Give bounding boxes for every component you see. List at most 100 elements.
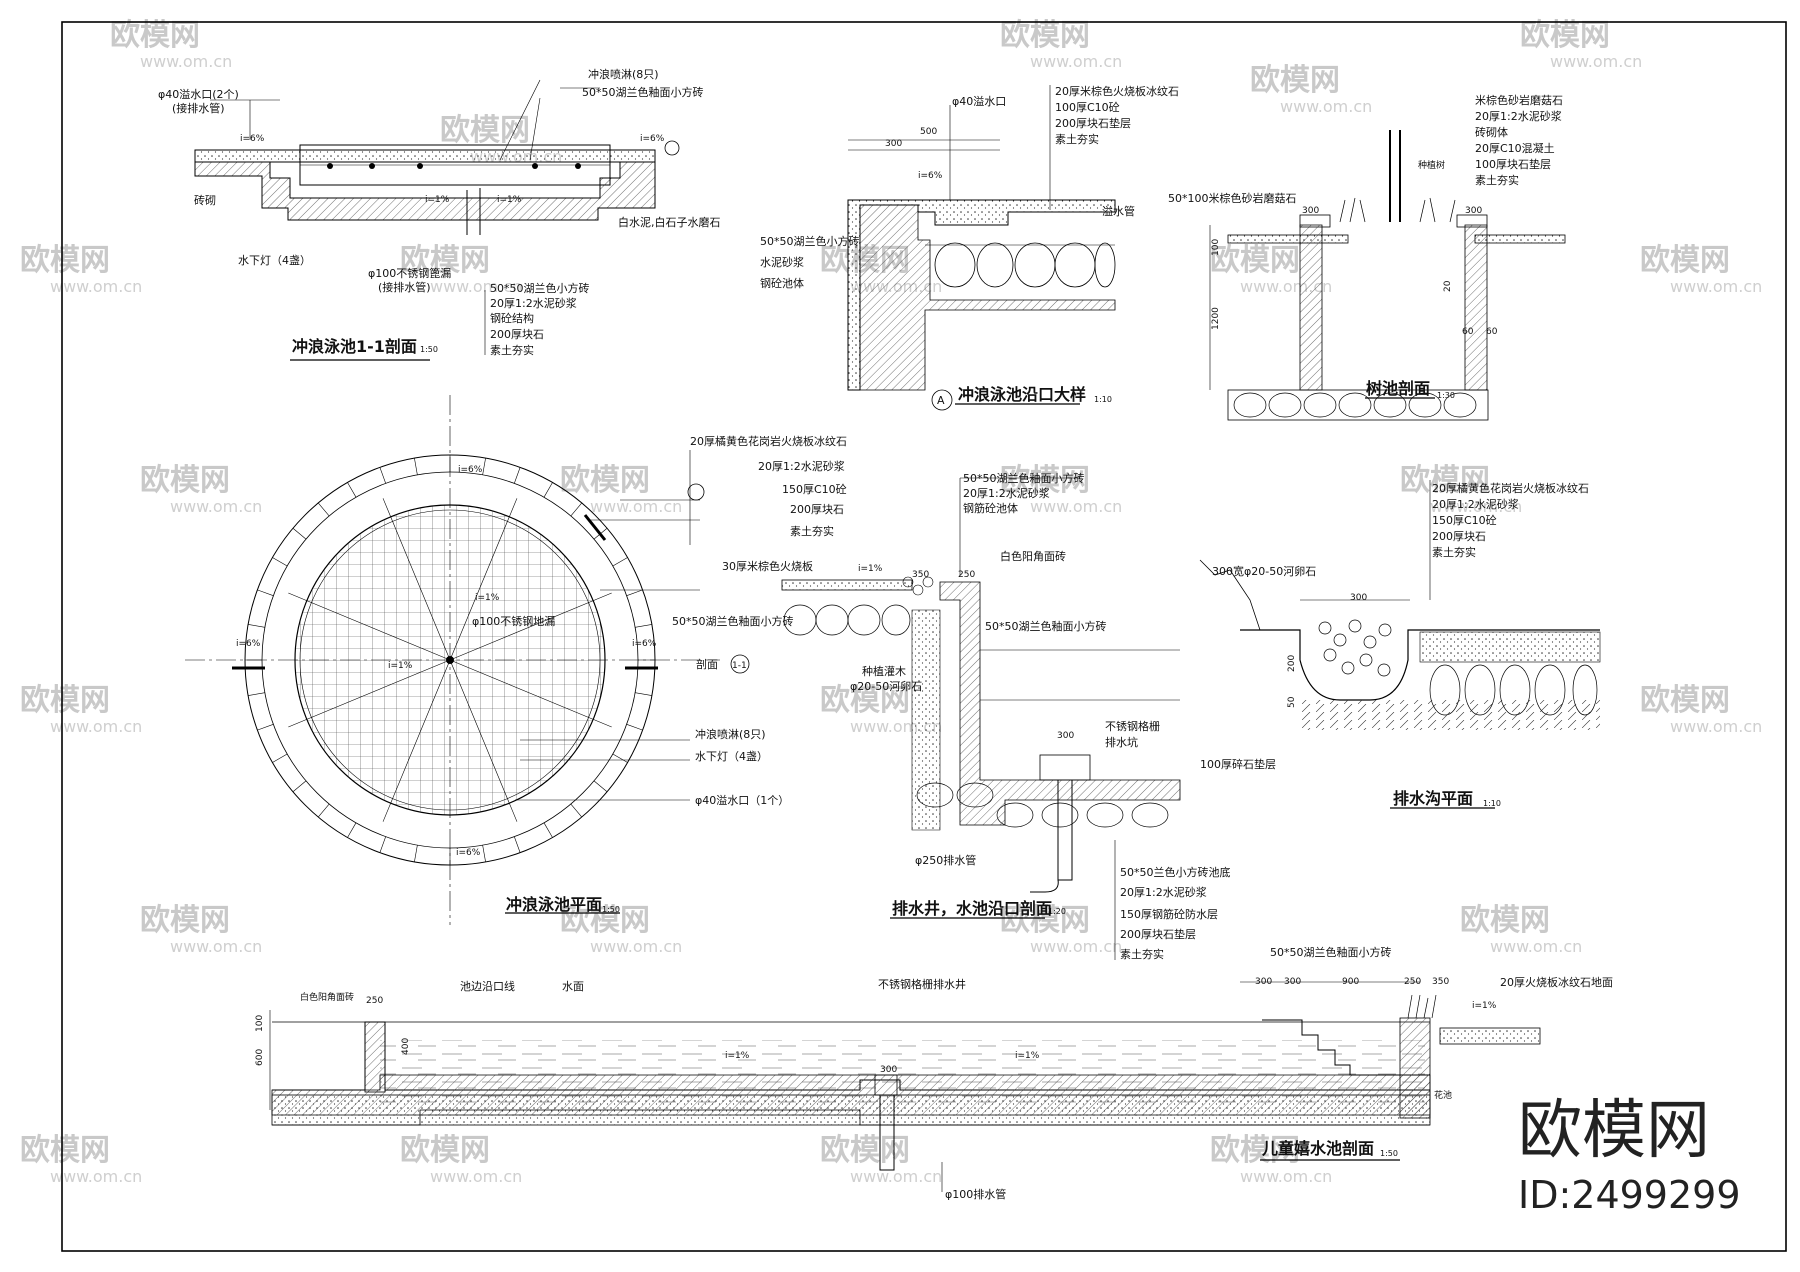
- pool-edge-label-1: φ40溢水口: [952, 94, 1006, 108]
- tree-pit-label-1: 50*100米棕色砂岩磨菇石: [1168, 191, 1297, 205]
- plan-slope-rays: [288, 498, 612, 822]
- watermark-text: 欧模网: [1000, 903, 1090, 938]
- drain-well-label-3: 种植灌木: [862, 664, 906, 678]
- view-drain-well: [781, 477, 1181, 960]
- pool-section-label-2: (接排水管): [172, 101, 225, 115]
- slope-ray: [288, 592, 451, 661]
- watermark-url: www.om.cn: [1030, 52, 1122, 71]
- pool-section-label-6: 白水泥,白石子水磨石: [618, 215, 721, 229]
- drain-well-layer-bottom-4: 200厚块石垫层: [1120, 927, 1196, 941]
- drain-well-label-5: 不锈钢格栅: [1105, 719, 1160, 733]
- kids-pool-label-6: 20厚火烧板冰纹石地面: [1500, 975, 1613, 989]
- pool-plan-label-2: 50*50湖兰色釉面小方砖: [672, 614, 794, 628]
- kids-pool-label-7: 白色阳角面砖: [300, 991, 354, 1003]
- pool-edge-layer-2: 100厚C10砼: [1055, 101, 1120, 114]
- brand-name: 欧模网: [1518, 1094, 1710, 1168]
- view-drain-ditch: [1199, 480, 1601, 809]
- pool-edge-layer-3: 200厚块石垫层: [1055, 116, 1131, 130]
- pool-section-label-4: 50*50湖兰色釉面小方砖: [582, 85, 704, 99]
- tree-pit-layer-3: 砖砌体: [1475, 125, 1508, 139]
- watermark-url: www.om.cn: [50, 277, 142, 296]
- paving-joint: [379, 467, 386, 484]
- view-kids-pool: [269, 981, 1541, 1192]
- tree-pit-dim-2: 300: [1465, 206, 1482, 216]
- tree-pit-layer-2: 20厚1:2水泥砂浆: [1475, 109, 1562, 123]
- paving-joint: [347, 822, 357, 838]
- paving-joint: [482, 458, 486, 475]
- drain-well-layer-bottom-1: 50*50兰色小方砖池底: [1120, 865, 1231, 879]
- paving-joint: [514, 836, 521, 853]
- drain-well-slope: i=1%: [858, 564, 883, 574]
- pool-plan-slope-6: i=1%: [388, 661, 413, 671]
- watermark-text: 欧模网: [560, 463, 650, 498]
- paving-joint: [272, 753, 288, 763]
- pool-edge-label-4: 钢砼池体: [760, 276, 804, 290]
- kids-pool-label-5: 50*50湖兰色釉面小方砖: [1270, 945, 1392, 959]
- watermark-url: www.om.cn: [1490, 937, 1582, 956]
- pool-section-label-1: φ40溢水口(2个): [158, 87, 239, 101]
- drain-well-label-2: 50*50湖兰色釉面小方砖: [985, 619, 1107, 633]
- drain-ditch-dim-3: 50: [1287, 696, 1297, 708]
- pool-plan-section-mark: 1-1: [732, 661, 747, 671]
- drain-well-layer-top-3: 钢筋砼池体: [963, 501, 1018, 515]
- pool-plan-title: 冲浪泳池平面: [506, 895, 602, 914]
- pool-edge-layer-list: 20厚米棕色火烧板冰纹石 100厚C10砼 200厚块石垫层 素土夯实: [1055, 84, 1179, 146]
- watermark-url: www.om.cn: [850, 1167, 942, 1186]
- watermark-text: 欧模网: [110, 18, 200, 53]
- tree-pit-scale: 1:30: [1437, 391, 1455, 400]
- kids-pool-dim-6: 250: [366, 996, 383, 1006]
- tree-pit-dim-6: 60: [1462, 327, 1474, 337]
- kids-pool-label-8: 花池: [1434, 1089, 1452, 1101]
- tree-pit-layer-list: 米棕色砂岩磨菇石 20厚1:2水泥砂浆 砖砌体 20厚C10混凝土 100厚块石…: [1475, 93, 1563, 187]
- pool-section-layer-2: 20厚1:2水泥砂浆: [490, 296, 577, 310]
- pool-plan-layer-1: 20厚橘黄色花岗岩火烧板冰纹石: [690, 434, 847, 448]
- paving-joint: [414, 845, 418, 862]
- paving-joint: [514, 467, 521, 484]
- pool-section-layer-1: 50*50湖兰色小方砖: [490, 281, 590, 295]
- tree-pit-layer-5: 100厚块石垫层: [1475, 157, 1551, 171]
- drain-ditch-layer-5: 素土夯实: [1432, 545, 1476, 559]
- watermark-text: 欧模网: [820, 1133, 910, 1168]
- pool-plan-label-6: φ40溢水口（1个）: [695, 793, 789, 807]
- pool-edge-label-3: 水泥砂浆: [760, 255, 804, 269]
- paving-joint: [347, 482, 357, 498]
- pool-section-layer-3: 钢砼结构: [490, 311, 534, 325]
- kids-pool-dim-8: 600: [255, 1049, 265, 1066]
- kids-pool-slope-2: i=1%: [1015, 1051, 1040, 1061]
- drain-ditch-layer-4: 200厚块石: [1432, 530, 1486, 543]
- watermark-text: 欧模网: [440, 113, 530, 148]
- tree-pit-layer-1: 米棕色砂岩磨菇石: [1475, 93, 1563, 107]
- paving-joint: [626, 724, 643, 731]
- watermark-url: www.om.cn: [170, 497, 262, 516]
- tree-pit-dim-3: 1200: [1211, 307, 1221, 330]
- pool-plan-layer-2: 20厚1:2水泥砂浆: [758, 459, 845, 473]
- drain-well-layer-list-bottom: 50*50兰色小方砖池底 20厚1:2水泥砂浆 150厚钢筋砼防水层 200厚块…: [1120, 865, 1231, 961]
- paving-joint: [292, 780, 307, 793]
- watermark-text: 欧模网: [140, 463, 230, 498]
- pool-edge-label-2: 50*50湖兰色小方砖: [760, 234, 860, 248]
- watermark-url: www.om.cn: [170, 937, 262, 956]
- drain-well-dim-1: 350: [912, 570, 929, 580]
- watermark-url: www.om.cn: [1030, 497, 1122, 516]
- tree-pit-layer-6: 素土夯实: [1475, 173, 1519, 187]
- paving-joint: [635, 624, 652, 628]
- watermark-text: 欧模网: [140, 903, 230, 938]
- kids-pool-title: 儿童嬉水池剖面: [1261, 1139, 1374, 1158]
- paving-joint: [317, 803, 330, 818]
- watermark-url: www.om.cn: [50, 1167, 142, 1186]
- watermark-url: www.om.cn: [1280, 97, 1372, 116]
- pool-plan-slope-4: i=6%: [456, 848, 481, 858]
- pool-section-label-5: 砖砌: [194, 193, 216, 207]
- pool-plan-layer-4: 200厚块石: [790, 503, 844, 516]
- watermark-text: 欧模网: [20, 1133, 110, 1168]
- slope-ray: [449, 659, 612, 728]
- view-pool-plan: [185, 395, 750, 925]
- slope-ray: [449, 498, 518, 661]
- slope-ray: [382, 659, 451, 822]
- kids-pool-dim-3: 900: [1342, 977, 1359, 987]
- paving-joint: [635, 692, 652, 696]
- sheet-border: [61, 21, 1787, 1252]
- paving-joint: [543, 482, 553, 498]
- pool-plan-label-1: 30厚米棕色火烧板: [722, 559, 813, 573]
